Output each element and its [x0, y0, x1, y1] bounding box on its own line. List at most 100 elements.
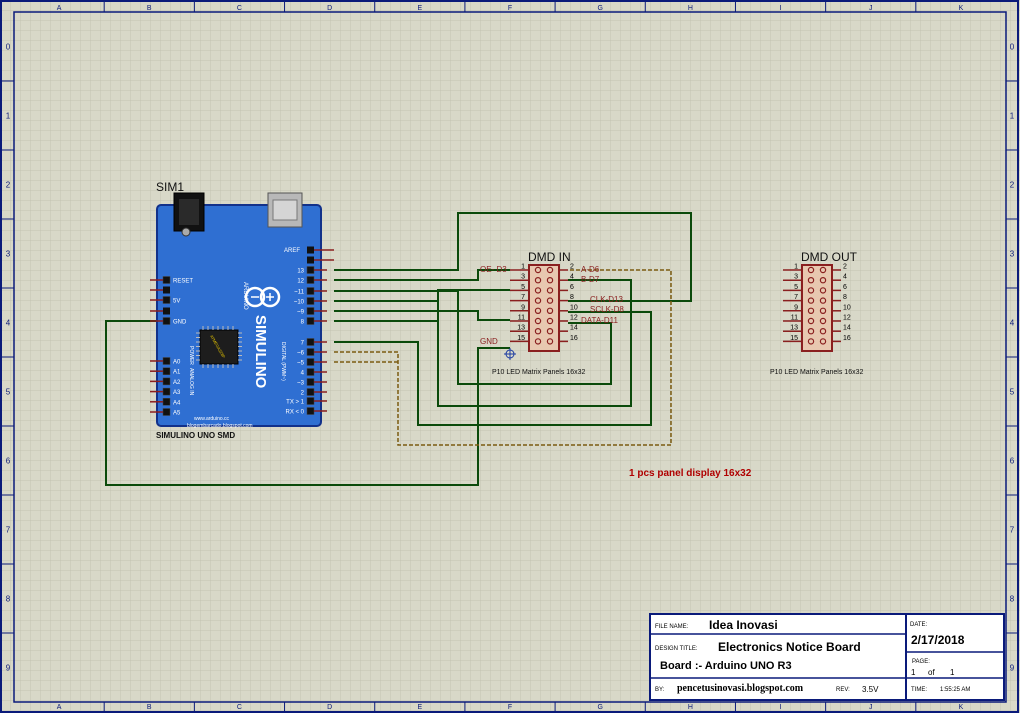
net-a: A-D6 — [581, 265, 600, 274]
dmd_out-pin-number: 6 — [843, 284, 847, 291]
page-of: of — [928, 668, 935, 677]
dmd_out-pin-hole — [819, 277, 827, 284]
dmd_out-pin-hole — [807, 338, 815, 345]
column-label-top: I — [780, 5, 782, 12]
dmd_out-pin-hole — [819, 328, 827, 335]
column-label-bottom: C — [237, 704, 242, 711]
power-pin-socket — [162, 276, 171, 284]
dmd-in-body — [528, 264, 560, 352]
net-oe: OE- D3 — [480, 265, 507, 274]
row-label-left: 2 — [6, 181, 11, 190]
dmd_out-pin-hole — [819, 266, 827, 274]
dmd_out-pin-hole — [819, 287, 827, 294]
dmd_out-pin-hole — [807, 297, 815, 304]
dmd_out-pin-number: 10 — [843, 304, 851, 311]
digital-pin-label: 12 — [297, 279, 304, 285]
time-value: 1:55:25 AM — [940, 687, 970, 693]
dmd_out-pin-hole — [807, 287, 815, 294]
analog-pin-label: A1 — [173, 370, 181, 376]
dmd_in-pin-number: 3 — [521, 274, 525, 281]
dmd_in-pin-number: 4 — [570, 274, 574, 281]
dmd_in-pin-number: 10 — [570, 304, 578, 311]
row-label-left: 0 — [6, 43, 11, 52]
digital-pin-label: ~10 — [294, 300, 305, 306]
power-pin-socket — [162, 317, 171, 325]
page-total: 1 — [950, 668, 955, 677]
digital-pin-label: ~9 — [297, 310, 305, 316]
column-label-bottom: E — [417, 704, 422, 711]
file-name: Idea Inovasi — [709, 618, 778, 632]
title-block: FILE NAME: Idea Inovasi DATE: 2/17/2018 … — [649, 613, 1005, 701]
crosshair-icon — [504, 348, 516, 360]
arduino-name: SIMULINO UNO SMD — [156, 431, 235, 440]
dmd_in-pin-number: 14 — [570, 325, 578, 332]
dmd_in-pin-number: 1 — [521, 264, 525, 271]
row-label-right: 1 — [1010, 112, 1015, 121]
dmd_in-pin-hole — [534, 338, 542, 345]
dmd_in-pin-hole — [546, 328, 554, 335]
arduino-board[interactable]: SIM1 SIMULINO ARDUINO DIGITAL (PWM~) POW… — [150, 180, 334, 440]
dmd_in-pin-number: 15 — [517, 335, 525, 342]
column-label-top: J — [869, 5, 873, 12]
dmd_in-pin-number: 13 — [517, 325, 525, 332]
dmd_in-pin-hole — [534, 277, 542, 284]
dmd_in-pin-hole — [546, 266, 554, 274]
power-caption: POWER — [188, 346, 194, 365]
column-label-top: C — [237, 5, 242, 12]
dmd_out-pin-number: 12 — [843, 315, 851, 322]
row-label-right: 5 — [1010, 388, 1015, 397]
aref-socket — [307, 246, 314, 254]
analog-pin-label: A5 — [173, 411, 181, 417]
dmd_in-pin-number: 9 — [521, 304, 525, 311]
net-b: B-D7 — [581, 275, 600, 284]
dmd_in-pin-number: 16 — [570, 335, 578, 342]
digital-pin-label: ~5 — [297, 361, 305, 367]
dmd_in-pin-number: 2 — [570, 264, 574, 271]
url-1: www.arduino.cc — [194, 416, 230, 422]
column-label-bottom: J — [869, 704, 873, 711]
dmd-out-caption: P10 LED Matrix Panels 16x32 — [770, 369, 863, 376]
net-gnd: GND — [480, 337, 498, 346]
dmd_in-pin-hole — [534, 297, 542, 304]
row-label-right: 4 — [1010, 319, 1015, 328]
dmd_in-pin-hole — [546, 297, 554, 304]
analog-pin-socket — [162, 387, 171, 396]
column-label-bottom: G — [597, 704, 602, 711]
dmd_out-pin-hole — [819, 317, 827, 325]
column-label-top: H — [688, 5, 693, 12]
dmd_in-pin-hole — [534, 328, 542, 335]
column-label-top: D — [327, 5, 332, 12]
dmd_out-pin-number: 7 — [794, 294, 798, 301]
wire-dashed — [334, 269, 672, 446]
digital-pin-label: ~11 — [294, 290, 304, 296]
dmd_in-pin-number: 8 — [570, 294, 574, 301]
digital-pin-label: 2 — [301, 391, 305, 397]
arduino-logo-icon — [244, 286, 281, 308]
column-label-bottom: K — [959, 704, 964, 711]
brand-label: SIMULINO — [252, 315, 269, 389]
dmd_out-pin-hole — [819, 307, 827, 314]
page-label: PAGE: — [912, 659, 930, 665]
dmd-in-caption: P10 LED Matrix Panels 16x32 — [492, 369, 585, 376]
digital-pin-label: ~3 — [297, 381, 305, 387]
digital-pin-label: ~6 — [297, 351, 305, 357]
column-label-top: B — [147, 5, 152, 12]
date-label: DATE: — [910, 622, 928, 628]
dmd_out-pin-number: 2 — [843, 264, 847, 271]
arduino-pcb — [156, 204, 322, 427]
wires — [105, 212, 692, 486]
power-pin-label: GND — [173, 320, 187, 326]
digital-pin-socket — [306, 348, 315, 356]
digital-caption: DIGITAL (PWM~) — [280, 342, 286, 381]
digital-pin-socket — [306, 378, 315, 386]
dmd_in-pin-number: 12 — [570, 315, 578, 322]
analog-pin-label: A2 — [173, 380, 181, 386]
net-clk: CLK-D13 — [590, 295, 623, 304]
column-label-bottom: B — [147, 704, 152, 711]
design-title: Electronics Notice Board — [718, 640, 861, 654]
column-label-top: F — [508, 5, 512, 12]
